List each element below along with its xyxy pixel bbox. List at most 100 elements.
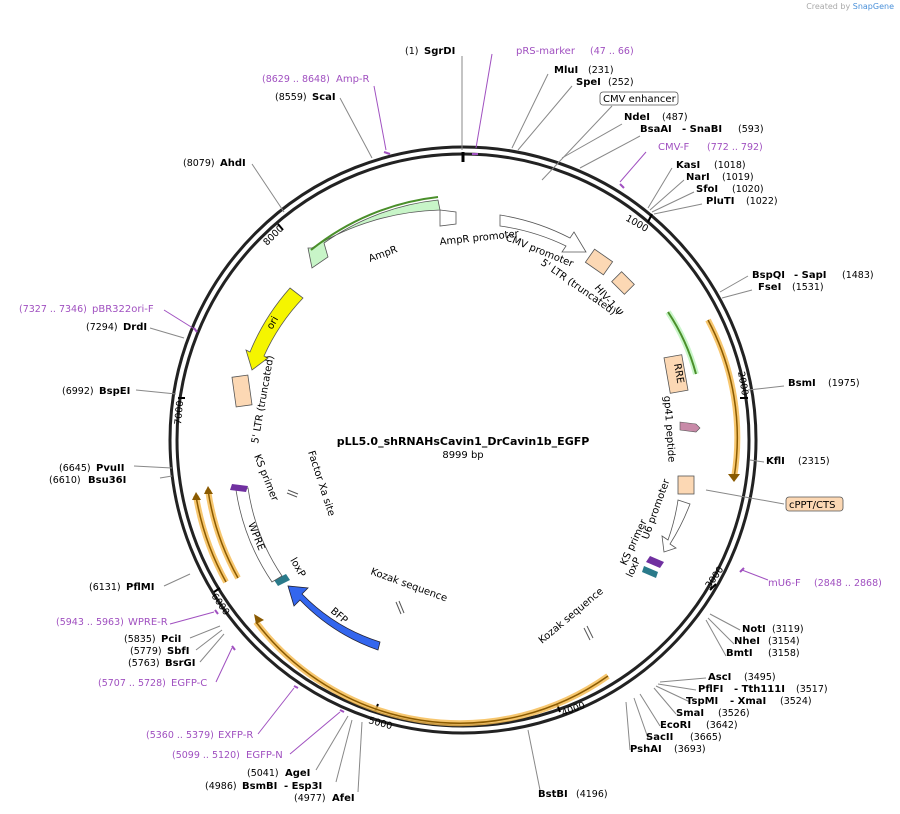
site-bsu36i-name[interactable]: Bsu36I <box>88 475 126 486</box>
cppt-box[interactable] <box>785 496 844 512</box>
site-bsrgi-name[interactable]: BsrGI <box>165 658 195 669</box>
credit-created-by: Created by <box>806 2 851 11</box>
site-pcii-name[interactable]: PciI <box>161 634 181 645</box>
site-bsu36i-pos: (6610) <box>49 475 81 486</box>
site-bspqi-pos: (1483) <box>842 270 874 281</box>
primer-egfp-c-range: (5707 .. 5728) <box>98 678 166 689</box>
site-sfoi-name[interactable]: SfoI <box>696 184 718 195</box>
primer-mu6-f-range: (2848 .. 2868) <box>814 578 882 589</box>
site-ecori-name[interactable]: EcoRI <box>660 720 691 731</box>
site-nhei-name[interactable]: NheI <box>734 636 760 647</box>
site-afei-name[interactable]: AfeI <box>332 793 355 804</box>
primer-cmv-f-name[interactable]: CMV-F <box>658 142 689 153</box>
rre-box[interactable] <box>663 354 689 394</box>
site-nari-name[interactable]: NarI <box>686 172 710 183</box>
gp41-marker[interactable] <box>679 421 701 433</box>
kozak-left-mark-b <box>398 600 405 614</box>
site-tspmi-name[interactable]: TspMI <box>686 696 718 707</box>
site-sgrdi-name[interactable]: SgrDI <box>424 46 455 57</box>
kozak-right-mark-a <box>583 627 591 641</box>
site-bmti-pos: (3158) <box>768 648 800 659</box>
primer-egfp-c-name[interactable]: EGFP-C <box>171 678 207 689</box>
site-sbfi-name[interactable]: SbfI <box>167 646 189 657</box>
site-sapi-name[interactable]: - SapI <box>794 270 826 281</box>
site-bspqi-name[interactable]: BspQI <box>752 270 785 281</box>
site-smai-pos: (3526) <box>718 708 750 719</box>
site-esp3i-name[interactable]: - Esp3I <box>284 781 322 792</box>
site-pluti-name[interactable]: PluTI <box>706 196 734 207</box>
site-ahdi-pos: (8079) <box>183 158 215 169</box>
site-bspei-name[interactable]: BspEI <box>99 386 130 397</box>
loxp-left-marker[interactable] <box>274 574 290 586</box>
site-agei-name[interactable]: AgeI <box>285 768 310 779</box>
site-bstbi-name[interactable]: BstBI <box>538 789 568 800</box>
snapgene-brand: SnapGene <box>852 2 894 11</box>
site-drdi-name[interactable]: DrdI <box>123 322 147 333</box>
bfp-arrow[interactable] <box>287 585 381 651</box>
site-pflmi-name[interactable]: PflMI <box>126 582 154 593</box>
hiv-psi-box[interactable] <box>611 271 635 295</box>
tick-label-8000: 8000 <box>261 223 286 248</box>
wpre-arrow[interactable] <box>235 487 283 583</box>
site-pvuii-name[interactable]: PvuII <box>96 463 124 474</box>
primer-prs-marker-name[interactable]: pRS-marker <box>516 46 576 57</box>
ori-arrow[interactable] <box>245 287 304 371</box>
tick-label-1000: 1000 <box>624 213 650 235</box>
cppt-arrowhead <box>728 474 740 482</box>
primer-wpre-r-name[interactable]: WPRE-R <box>128 617 168 628</box>
site-ndei-name[interactable]: NdeI <box>624 112 650 123</box>
left-orf-outer-glow <box>205 489 241 580</box>
u6-promoter-arrow[interactable] <box>661 499 691 553</box>
cmv-enhancer-box[interactable] <box>599 91 679 106</box>
ampr-orf-line <box>310 196 439 251</box>
site-snabi-name[interactable]: - SnaBI <box>682 124 722 135</box>
orf-bottom-glow <box>253 620 610 727</box>
site-kfli-name[interactable]: KflI <box>766 456 785 467</box>
ltr-right-box[interactable] <box>584 248 614 276</box>
primer-mu6-f-name[interactable]: mU6-F <box>768 578 801 589</box>
ampr-promoter-arrow[interactable] <box>439 209 457 227</box>
site-pshai-name[interactable]: PshAI <box>630 744 662 755</box>
site-sfoi-pos: (1020) <box>732 184 764 195</box>
site-ahdi-name[interactable]: AhdI <box>220 158 246 169</box>
orf-bottom-line <box>255 621 609 724</box>
site-asci-name[interactable]: AscI <box>708 672 731 683</box>
loxp-right-marker[interactable] <box>642 566 658 578</box>
site-sacii-name[interactable]: SacII <box>646 732 673 743</box>
tick-label-2000: 2000 <box>735 371 750 397</box>
site-ndei-pos: (487) <box>662 112 688 123</box>
site-fsei-name[interactable]: FseI <box>758 282 781 293</box>
left-orf-inner-arrowhead <box>192 492 201 500</box>
primer-exfp-r-name[interactable]: EXFP-R <box>218 730 253 741</box>
primer-amp-r-name[interactable]: Amp-R <box>336 74 370 85</box>
site-pflfi-name[interactable]: PflFI <box>698 684 723 695</box>
kozak-left-label: Kozak sequence <box>369 566 449 604</box>
cppt-small-box[interactable] <box>677 475 695 495</box>
site-spei-name[interactable]: SpeI <box>576 77 601 88</box>
primer-egfp-n-name[interactable]: EGFP-N <box>246 750 283 761</box>
ampr-arrow[interactable] <box>307 199 441 269</box>
site-smai-name[interactable]: SmaI <box>676 708 704 719</box>
site-tth111i-name[interactable]: - Tth111I <box>734 684 785 695</box>
site-mlui-name[interactable]: MluI <box>554 65 578 76</box>
ltr-left-box[interactable] <box>231 374 253 408</box>
site-bsaai-name[interactable]: BsaAI <box>640 124 672 135</box>
cmv-promoter-arrow[interactable] <box>499 214 587 253</box>
site-kfli-pos: (2315) <box>798 456 830 467</box>
ks-primer-right-marker[interactable] <box>646 556 664 568</box>
site-noti-name[interactable]: NotI <box>742 624 766 635</box>
site-bmti-name[interactable]: BmtI <box>726 648 753 659</box>
site-noti-pos: (3119) <box>772 624 804 635</box>
ks-primer-left-marker[interactable] <box>230 484 248 492</box>
site-bstbi-pos: (4196) <box>576 789 608 800</box>
primer-marks <box>193 151 745 713</box>
site-bsmi-name[interactable]: BsmI <box>788 378 816 389</box>
site-bsmi-pos: (1975) <box>828 378 860 389</box>
site-bsmbi-name[interactable]: BsmBI <box>242 781 277 792</box>
primer-pbr322ori-f-name[interactable]: pBR322ori-F <box>92 304 154 315</box>
site-kasi-name[interactable]: KasI <box>676 160 700 171</box>
primer-amp-r-range: (8629 .. 8648) <box>262 74 330 85</box>
site-pluti-pos: (1022) <box>746 196 778 207</box>
site-scai-name[interactable]: ScaI <box>312 92 336 103</box>
site-xmai-name[interactable]: - XmaI <box>730 696 766 707</box>
